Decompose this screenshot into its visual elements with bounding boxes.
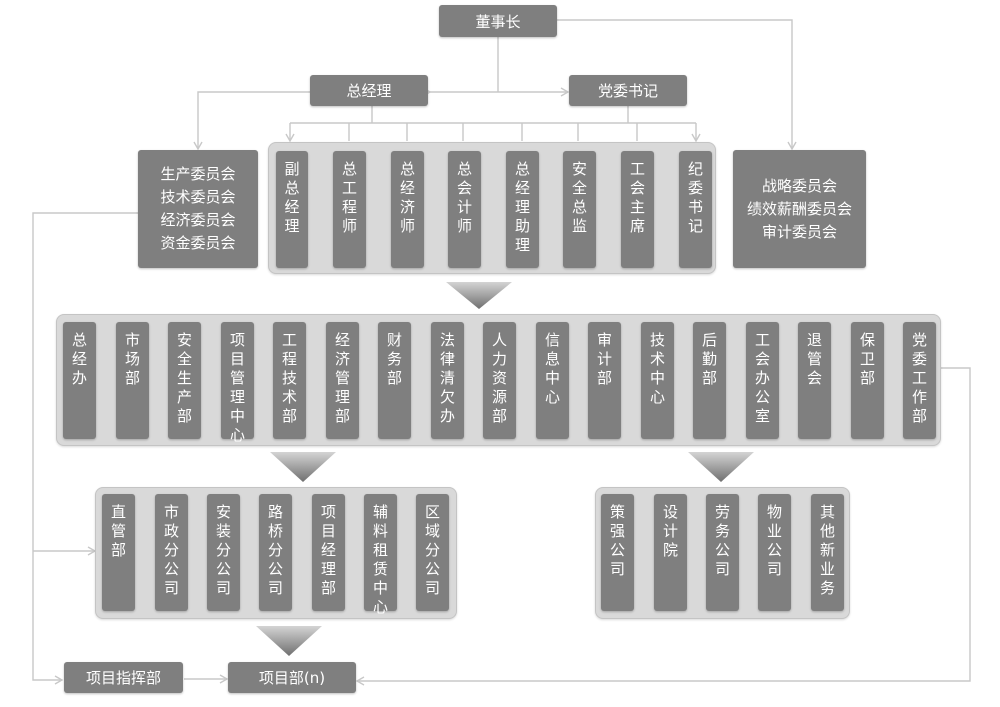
project-dept-box: 项目部(n) — [228, 662, 356, 693]
department-label: 财务部 — [386, 331, 402, 387]
department-label: 信息中心 — [544, 331, 560, 406]
department-box: 信息中心 — [536, 322, 569, 439]
subsidiary-box: 策强公司 — [601, 494, 634, 611]
department-box: 工会办公室 — [746, 322, 779, 439]
department-label: 安全生产部 — [176, 331, 192, 425]
committee-label: 审计委员会 — [761, 222, 837, 241]
executive-label: 副总经理 — [284, 160, 300, 235]
department-box: 工程技术部 — [273, 322, 306, 439]
department-label: 经济管理部 — [334, 331, 350, 425]
department-label: 保卫部 — [859, 331, 875, 387]
flow-triangles — [256, 282, 754, 656]
subsidiary-label: 策强公司 — [609, 503, 625, 578]
department-label: 退管会 — [806, 331, 822, 387]
committee-label: 生产委员会 — [160, 165, 236, 183]
branch-label: 辅料租赁中心 — [372, 503, 388, 616]
subsidiary-label: 物业公司 — [766, 503, 782, 578]
department-label: 工会办公室 — [754, 331, 770, 425]
branch-label: 区域分公司 — [424, 503, 440, 597]
branch-label: 安装分公司 — [215, 503, 231, 597]
executive-drop-arrows — [285, 123, 701, 143]
subsidiary-label: 其他新业务 — [819, 503, 835, 597]
right-committees-box: 战略委员会 绩效薪酬委员会 审计委员会 — [733, 150, 866, 268]
executive-label: 总经济师 — [399, 160, 415, 235]
executive-label: 安全总监 — [571, 160, 587, 235]
executive-label: 总经理助理 — [514, 160, 530, 254]
department-box: 人力资源部 — [483, 322, 516, 439]
subsidiary-label: 设计院 — [662, 503, 678, 559]
subsidiary-box: 设计院 — [654, 494, 687, 611]
branch-label: 直管部 — [110, 503, 126, 559]
project-command-box: 项目指挥部 — [64, 662, 183, 693]
department-label: 市场部 — [124, 331, 140, 387]
branch-label: 路桥分公司 — [267, 503, 283, 597]
branch-box: 直管部 — [102, 494, 135, 611]
department-label: 人力资源部 — [491, 331, 507, 425]
chairman-box: 董事长 — [439, 5, 557, 37]
committee-label: 经济委员会 — [160, 211, 236, 229]
department-box: 退管会 — [798, 322, 831, 439]
department-box: 技术中心 — [641, 322, 674, 439]
branch-label: 市政分公司 — [163, 503, 179, 597]
department-box: 财务部 — [378, 322, 411, 439]
executive-box: 工会主席 — [621, 151, 654, 268]
party-secretary-box: 党委书记 — [569, 75, 687, 106]
department-label: 审计部 — [596, 331, 612, 387]
left-committees-box: 生产委员会 技术委员会 经济委员会 资金委员会 — [138, 150, 258, 268]
branch-box: 安装分公司 — [207, 494, 240, 611]
department-box: 市场部 — [116, 322, 149, 439]
subsidiary-label: 劳务公司 — [714, 503, 730, 578]
committee-label: 资金委员会 — [160, 234, 236, 252]
department-box: 项目管理中心 — [221, 322, 254, 444]
department-box: 党委工作部 — [903, 322, 936, 439]
executive-label: 纪委书记 — [687, 160, 703, 235]
executive-label: 工会主席 — [629, 160, 645, 235]
general-manager-box: 总经理 — [310, 75, 428, 106]
department-label: 法律清欠办 — [439, 331, 455, 425]
department-label: 党委工作部 — [911, 331, 927, 425]
department-label: 技术中心 — [649, 331, 665, 406]
department-label: 工程技术部 — [281, 331, 297, 425]
branch-box: 路桥分公司 — [259, 494, 292, 611]
branch-box: 区域分公司 — [416, 494, 449, 611]
executive-box: 总经理助理 — [506, 151, 539, 268]
department-box: 后勤部 — [693, 322, 726, 439]
department-label: 后勤部 — [701, 331, 717, 387]
subsidiary-box: 劳务公司 — [706, 494, 739, 611]
department-box: 总经办 — [63, 322, 96, 439]
executive-label: 总工程师 — [341, 160, 357, 235]
executive-box: 总工程师 — [333, 151, 366, 268]
executive-box: 总会计师 — [448, 151, 481, 268]
department-box: 安全生产部 — [168, 322, 201, 439]
branch-box: 市政分公司 — [155, 494, 188, 611]
department-label: 项目管理中心 — [229, 331, 245, 444]
branch-box: 项目经理部 — [312, 494, 345, 611]
department-box: 保卫部 — [851, 322, 884, 439]
subsidiary-box: 其他新业务 — [811, 494, 844, 611]
executive-box: 安全总监 — [563, 151, 596, 268]
branch-box: 辅料租赁中心 — [364, 494, 397, 616]
subsidiary-box: 物业公司 — [758, 494, 791, 611]
committee-label: 绩效薪酬委员会 — [746, 199, 852, 218]
department-box: 审计部 — [588, 322, 621, 439]
department-box: 经济管理部 — [326, 322, 359, 439]
executive-box: 副总经理 — [276, 151, 308, 268]
branch-label: 项目经理部 — [320, 503, 336, 597]
executive-label: 总会计师 — [456, 160, 472, 235]
executive-box: 总经济师 — [391, 151, 424, 268]
committee-label: 战略委员会 — [761, 176, 837, 195]
department-label: 总经办 — [71, 331, 87, 387]
executive-box: 纪委书记 — [679, 151, 712, 268]
committee-label: 技术委员会 — [160, 188, 236, 206]
department-box: 法律清欠办 — [431, 322, 464, 439]
